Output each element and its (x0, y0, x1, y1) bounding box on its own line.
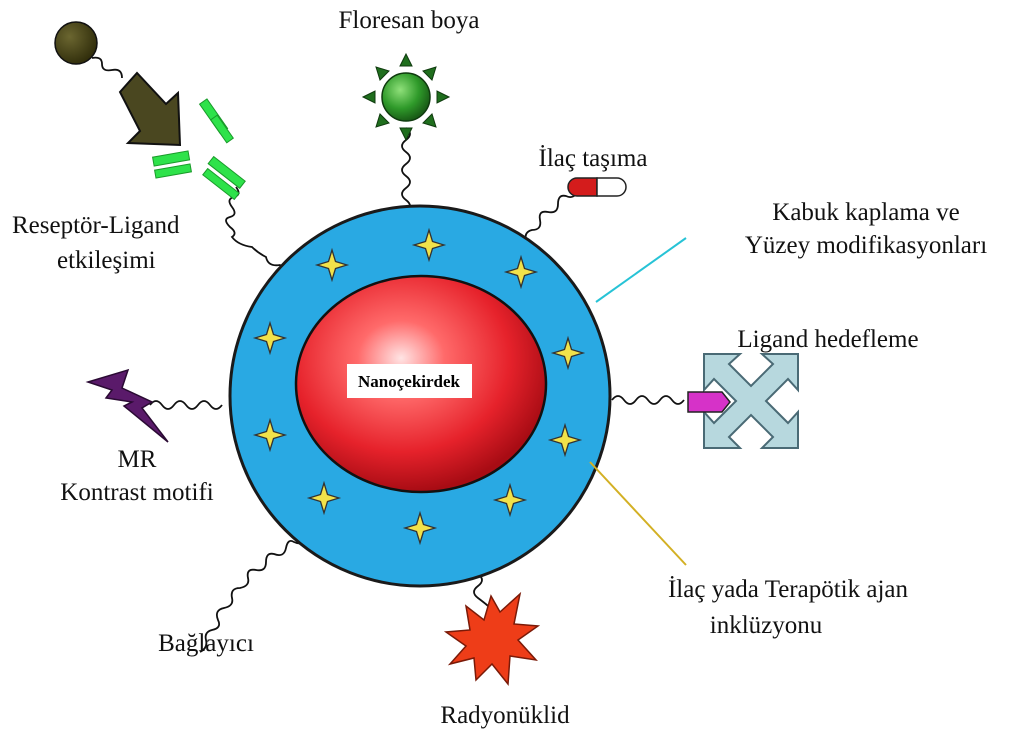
arrow-icon (120, 73, 180, 145)
label-receptor-line2: etkileşimi (57, 247, 156, 274)
label-shell-line2: Yüzey modifikasyonları (745, 232, 987, 259)
label-receptor-line1: Reseptör-Ligand (12, 212, 180, 239)
label-mr-line2: Kontrast motifi (60, 479, 214, 506)
label-inclusion-line2: inklüzyonu (710, 612, 823, 639)
lightning-icon (88, 370, 168, 442)
inclusion-pointer-line (590, 462, 686, 565)
linker-capsule (526, 190, 578, 240)
ligand-ball-icon (55, 22, 122, 78)
radionuclide-burst-icon (446, 594, 538, 684)
ligand-pointer-icon (688, 392, 730, 412)
label-linker: Bağlayıcı (158, 630, 254, 657)
label-shell-line1: Kabuk kaplama ve (772, 199, 959, 226)
core-label: Nanoçekirdek (347, 364, 472, 398)
core-label-text: Nanoçekirdek (358, 372, 461, 391)
shell-pointer-line (596, 238, 686, 302)
fluorescent-sun-icon (363, 54, 449, 140)
capsule-icon (568, 178, 626, 196)
label-inclusion-line1: İlaç yada Terapötik ajan (668, 576, 909, 603)
label-fluorescent: Floresan boya (339, 7, 480, 34)
linker-target (612, 396, 684, 404)
label-radionuclide: Radyonüklid (440, 702, 570, 729)
label-mr-line1: MR (118, 446, 157, 473)
linker-mr (150, 401, 222, 409)
label-ligand-targeting: Ligand hedefleme (737, 326, 918, 353)
label-drug-delivery: İlaç taşıma (539, 145, 648, 172)
